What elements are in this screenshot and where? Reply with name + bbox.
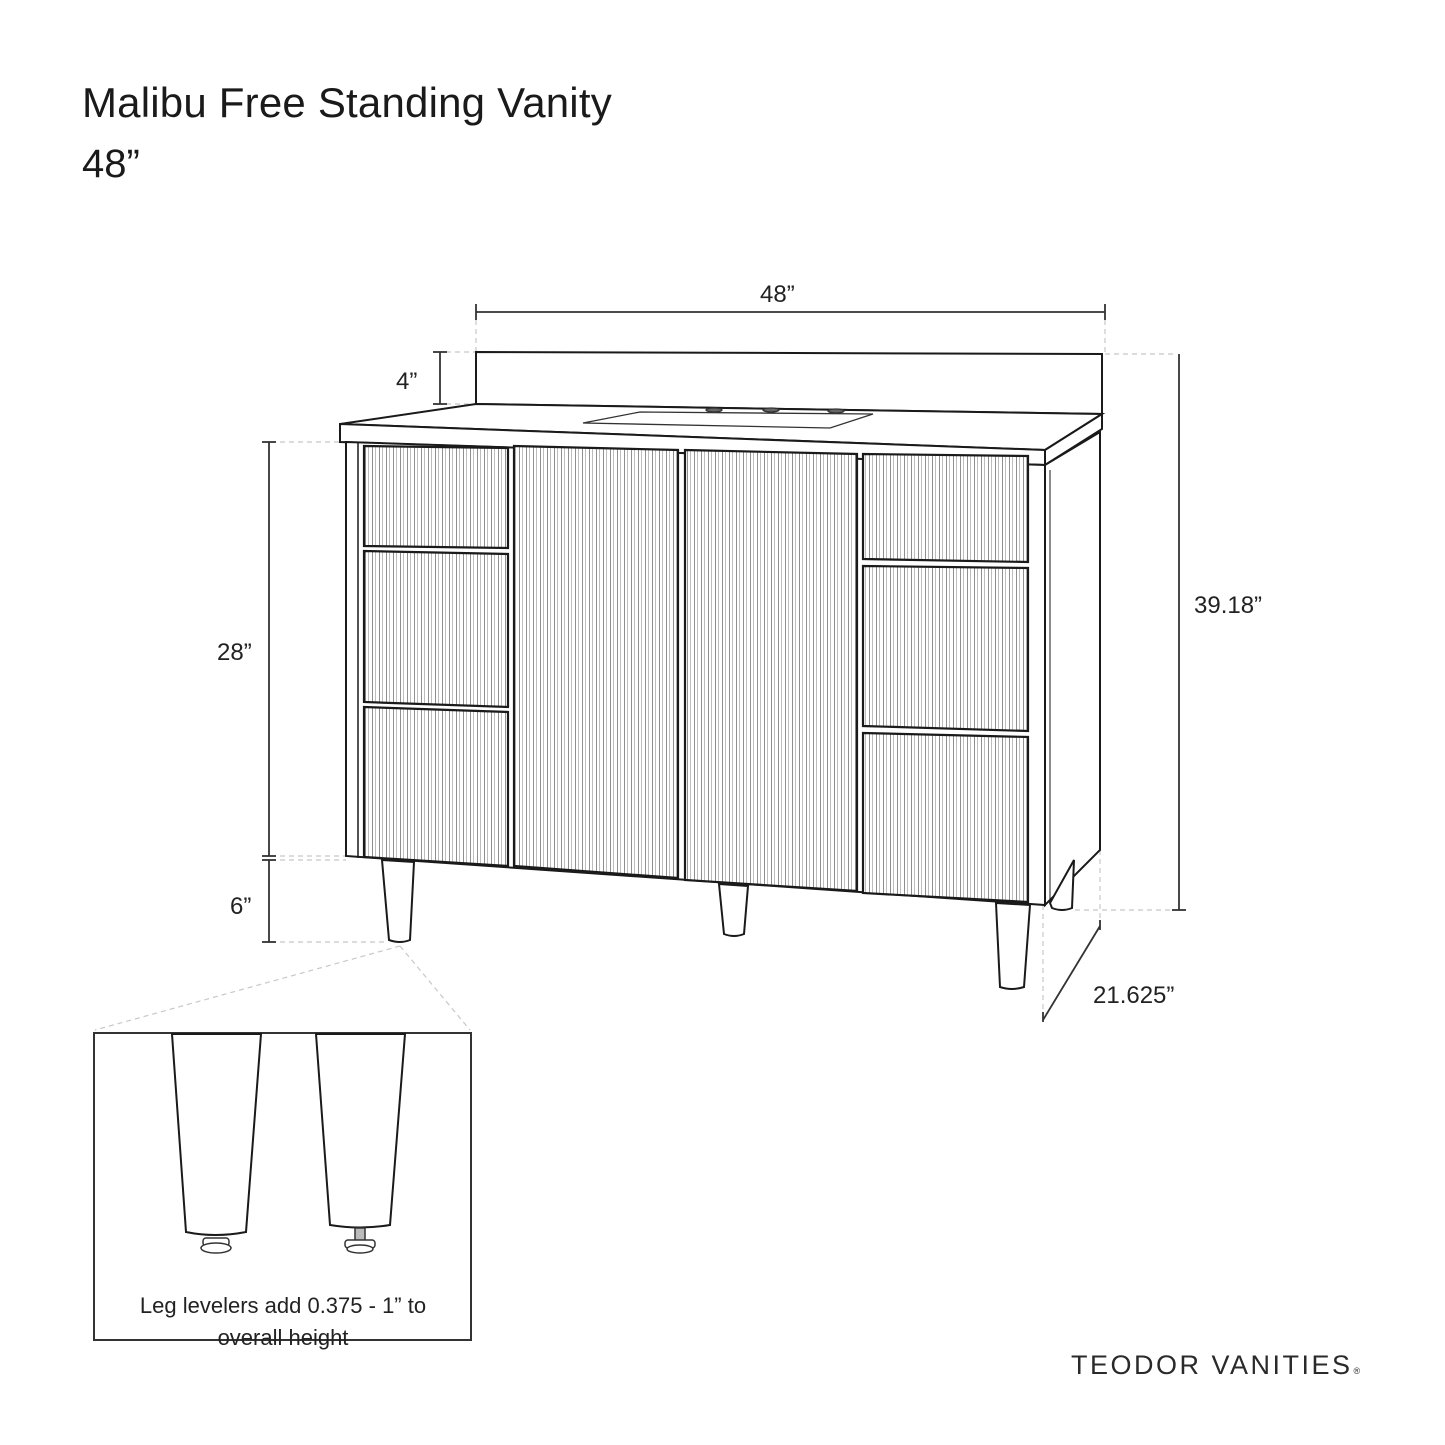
- leg-height-label: 6”: [230, 893, 252, 920]
- leg-front-left: [380, 858, 416, 943]
- leg-detail-box: [93, 1032, 472, 1341]
- drawer-right-top: [861, 452, 1030, 564]
- leg-detail-left: [170, 1033, 263, 1236]
- leg-front-right: [994, 901, 1032, 990]
- door-right: [683, 448, 859, 893]
- width-dimension: [475, 304, 1106, 320]
- drawer-right-bottom: [861, 731, 1030, 904]
- product-size: 48”: [82, 142, 140, 186]
- right-drawers: [861, 452, 1030, 904]
- leg-front-center: [717, 882, 750, 937]
- width-label: 48”: [760, 281, 795, 308]
- cabinet-side: [1044, 430, 1101, 908]
- left-drawers: [362, 444, 510, 868]
- caption-line-1: Leg levelers add 0.375 - 1” to: [139, 1293, 427, 1318]
- product-title: Malibu Free Standing Vanity: [82, 79, 612, 126]
- registered-mark-icon: ®: [1353, 1366, 1361, 1376]
- backsplash-height-label: 4”: [396, 368, 418, 395]
- center-doors: [512, 444, 859, 893]
- height-dimension-left: [262, 441, 276, 943]
- overall-height-label: 39.18”: [1194, 592, 1263, 619]
- leveler-icons: [200, 1227, 376, 1254]
- cabinet-height-label: 28”: [217, 639, 252, 666]
- depth-dimension: [1042, 920, 1101, 1022]
- drawer-left-bottom: [362, 705, 510, 868]
- leg-detail-right: [314, 1033, 407, 1229]
- brand-name: TEODOR VANITIES: [1071, 1350, 1353, 1380]
- legs: [380, 858, 1075, 990]
- drawer-left-top: [362, 444, 510, 550]
- leg-rear-right: [1048, 859, 1075, 911]
- depth-label: 21.625”: [1093, 982, 1175, 1009]
- sink: [582, 407, 874, 429]
- backsplash-dimension: [433, 351, 447, 405]
- caption-line-2: overall height: [217, 1324, 349, 1350]
- guide-lines: [94, 320, 1175, 1031]
- brand-logo: TEODOR VANITIES®: [1071, 1350, 1360, 1381]
- leg-leveler-caption: Leg levelers add 0.375 - 1” to overall h…: [96, 1290, 470, 1354]
- door-left: [512, 444, 680, 880]
- drawer-right-middle: [861, 564, 1030, 733]
- drawer-left-middle: [362, 549, 510, 709]
- overall-height-dimension: [1172, 354, 1186, 911]
